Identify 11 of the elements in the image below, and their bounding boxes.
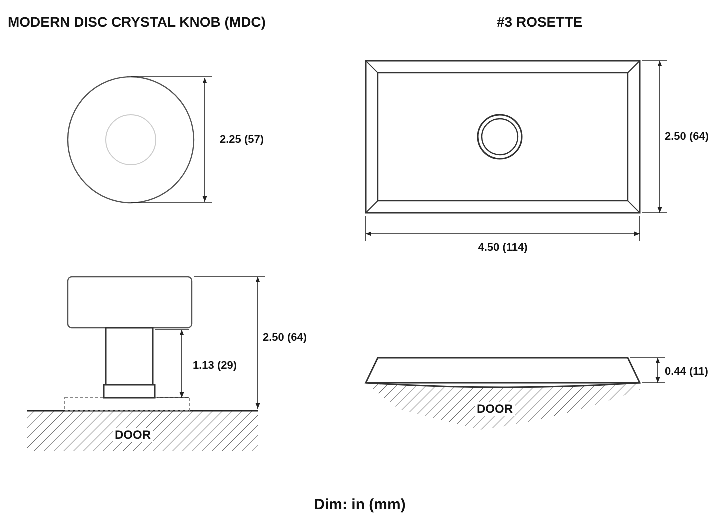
dimension-label: 2.50 (64) [665,131,710,143]
dimension-label: 1.13 (29) [193,360,238,372]
dimension-label: 2.25 (57) [220,134,264,146]
drawing-title: #3 ROSETTE [497,14,583,30]
surface-label: DOOR [475,402,515,416]
dimension-label: 4.50 (114) [478,242,528,254]
dimension-label: 0.44 (11) [665,366,708,378]
caption: Dim: in (mm) [314,496,406,514]
dimension-label: 2.50 (64) [263,332,308,344]
drawing-title: MODERN DISC CRYSTAL KNOB (MDC) [8,14,266,30]
surface-label: DOOR [113,428,153,442]
